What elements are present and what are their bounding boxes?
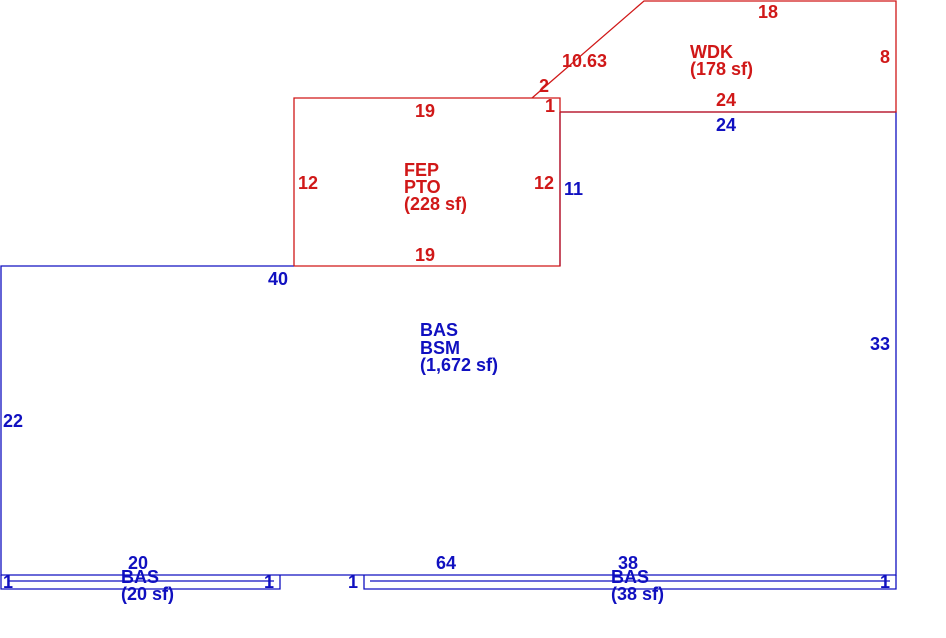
fep-label: FEP <box>404 160 439 180</box>
dim-pto-bottom: 19 <box>415 245 435 265</box>
dim-wdk-diagonal: 10.63 <box>562 51 607 71</box>
dim-small-right-side-l: 1 <box>348 572 358 592</box>
dim-bas-top-right: 24 <box>716 115 736 135</box>
dim-bas-step: 11 <box>564 179 583 199</box>
dim-small-left-side-r: 1 <box>264 572 274 592</box>
dim-pto-left: 12 <box>298 173 318 193</box>
bas-small-left-outline <box>0 575 281 590</box>
fep-pto-outline <box>293 97 561 267</box>
dim-pto-right: 12 <box>534 173 554 193</box>
fep-pto-area: (228 sf) <box>404 194 467 214</box>
bas-main-area: (1,672 sf) <box>420 355 498 375</box>
dim-bas-left: 22 <box>3 411 23 431</box>
dim-bas-bottom: 64 <box>436 553 456 573</box>
bas-small-left-area: (20 sf) <box>121 584 174 604</box>
dim-wdk-right: 8 <box>880 47 890 67</box>
dim-wdk-jog-b: 1 <box>545 96 555 116</box>
bas-small-right-label: BAS <box>611 567 649 587</box>
bas-small-right-area: (38 sf) <box>611 584 664 604</box>
wdk-label: WDK <box>690 42 733 62</box>
dim-pto-top: 19 <box>415 101 435 121</box>
bas-small-right-outline <box>363 575 897 590</box>
bsm-label: BSM <box>420 338 460 358</box>
dim-wdk-top: 18 <box>758 2 778 22</box>
pto-label: PTO <box>404 177 441 197</box>
wdk-area: (178 sf) <box>690 59 753 79</box>
dim-small-left-top: 20 <box>128 553 148 573</box>
dim-bas-top-left: 40 <box>268 269 288 289</box>
bas-small-left-label: BAS <box>121 567 159 587</box>
dim-wdk-bottom: 24 <box>716 90 736 110</box>
dim-small-left-side-l: 1 <box>3 572 13 592</box>
dim-bas-right: 33 <box>870 334 890 354</box>
bas-main-label: BAS <box>420 320 458 340</box>
dim-small-right-side-r: 1 <box>880 572 890 592</box>
dim-small-right-top: 38 <box>618 553 638 573</box>
dim-wdk-jog-a: 2 <box>539 76 549 96</box>
wdk-outline <box>531 0 897 113</box>
